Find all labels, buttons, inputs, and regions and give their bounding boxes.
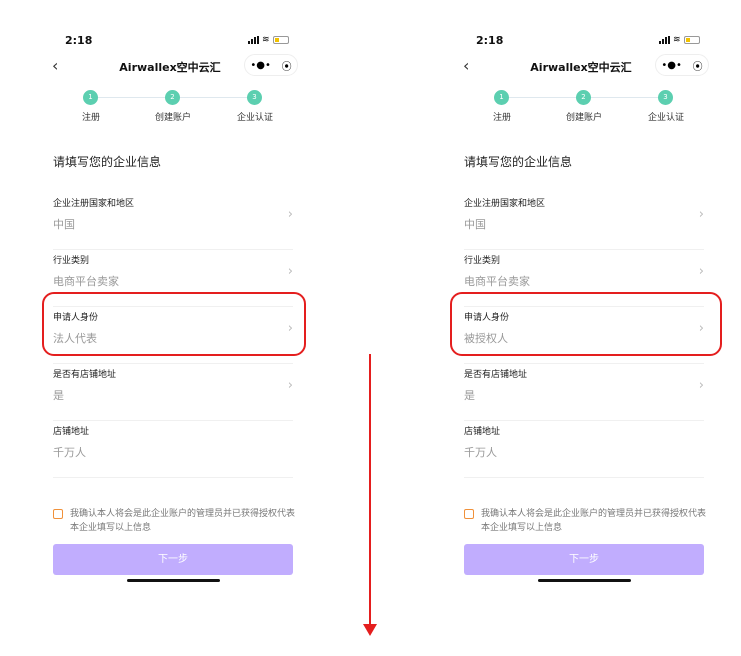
- highlight-box-right: [450, 292, 722, 356]
- agreement-text: 我确认本人将会是此企业账户的管理员并已获得授权代表本企业填写以上信息: [481, 509, 707, 533]
- step-1-circle: 1: [83, 90, 98, 105]
- close-target-icon[interactable]: ⦿: [281, 61, 292, 73]
- highlight-box-left: [42, 292, 306, 356]
- phone-screen-2: 2:18 ≋ ‹ Airwallex空中云汇 •●• ⦿ 1 注册 2 创建账户 3 企业认…: [451, 0, 711, 600]
- field-value: 电商平台卖家: [464, 275, 530, 288]
- field-label: 申请人身份: [53, 313, 99, 323]
- field-value: 中国: [464, 218, 486, 231]
- form-field-row[interactable]: 店铺地址千万人: [464, 421, 704, 478]
- step-3-label: 企业认证: [647, 113, 684, 123]
- step-2-circle: 2: [165, 90, 180, 105]
- form-field-row[interactable]: 行业类别电商平台卖家 ›: [464, 250, 704, 307]
- mini-program-capsule: •●• ⦿: [244, 54, 298, 76]
- form-field-row[interactable]: 企业注册国家和地区中国 ›: [53, 193, 293, 250]
- signal-icon: [659, 36, 670, 44]
- mini-program-capsule: •●• ⦿: [655, 54, 709, 76]
- signal-icon: [248, 36, 259, 44]
- form-field-row[interactable]: 是否有店铺地址是 ›: [464, 364, 704, 421]
- agreement-text: 我确认本人将会是此企业账户的管理员并已获得授权代表本企业填写以上信息: [70, 509, 296, 533]
- form-field-row[interactable]: 企业注册国家和地区中国 ›: [464, 193, 704, 250]
- step-3-label: 企业认证: [236, 113, 273, 123]
- next-step-button[interactable]: 下一步: [464, 544, 704, 575]
- field-value: 中国: [53, 218, 75, 231]
- step-2-label: 创建账户: [154, 113, 191, 123]
- field-label: 行业类别: [53, 256, 90, 266]
- field-label: 申请人身份: [464, 313, 510, 323]
- field-value: 千万人: [53, 446, 86, 459]
- chevron-right-icon: ›: [287, 207, 293, 222]
- battery-icon: [272, 36, 289, 44]
- step-1-label: 注册: [81, 113, 100, 123]
- field-value: 千万人: [464, 446, 497, 459]
- phone-screen-1: 2:18 ≋ ‹ Airwallex空中云汇 •●• ⦿ 1 注册 2 创建账户 3 企业认…: [40, 0, 300, 600]
- agreement-checkbox[interactable]: [53, 509, 63, 519]
- home-indicator: [127, 579, 220, 582]
- form-field-row[interactable]: 店铺地址千万人: [53, 421, 293, 478]
- field-value: 法人代表: [53, 332, 97, 345]
- section-heading: 请填写您的企业信息: [53, 155, 162, 169]
- field-label: 是否有店铺地址: [464, 370, 528, 380]
- step-3-circle: 3: [658, 90, 673, 105]
- step-3-circle: 3: [247, 90, 262, 105]
- status-time: 2:18: [65, 34, 93, 47]
- page-title: Airwallex空中云汇: [530, 61, 632, 74]
- chevron-right-icon: ›: [698, 207, 704, 222]
- close-target-icon[interactable]: ⦿: [692, 61, 703, 73]
- home-indicator: [538, 579, 631, 582]
- wifi-icon: ≋: [673, 35, 681, 45]
- back-icon[interactable]: ‹: [463, 56, 470, 75]
- form-field-row[interactable]: 申请人身份被授权人 ›: [464, 307, 704, 364]
- chevron-right-icon: ›: [287, 321, 293, 336]
- field-value: 是: [53, 389, 64, 402]
- step-1-circle: 1: [494, 90, 509, 105]
- step-2-label: 创建账户: [565, 113, 602, 123]
- field-label: 店铺地址: [53, 427, 90, 437]
- chevron-right-icon: ›: [287, 378, 293, 393]
- field-label: 店铺地址: [464, 427, 501, 437]
- agreement-checkbox[interactable]: [464, 509, 474, 519]
- chevron-right-icon: ›: [287, 264, 293, 279]
- down-arrow-annotation: [363, 354, 377, 636]
- field-label: 企业注册国家和地区: [53, 199, 135, 209]
- form-field-row[interactable]: 行业类别电商平台卖家 ›: [53, 250, 293, 307]
- next-step-button[interactable]: 下一步: [53, 544, 293, 575]
- chevron-right-icon: ›: [698, 321, 704, 336]
- status-icons: ≋: [248, 35, 289, 45]
- step-2-circle: 2: [576, 90, 591, 105]
- status-icons: ≋: [659, 35, 700, 45]
- battery-icon: [683, 36, 700, 44]
- field-label: 行业类别: [464, 256, 501, 266]
- wifi-icon: ≋: [262, 35, 270, 45]
- field-value: 电商平台卖家: [53, 275, 119, 288]
- section-heading: 请填写您的企业信息: [464, 155, 573, 169]
- more-icon[interactable]: •●•: [661, 59, 682, 71]
- more-icon[interactable]: •●•: [250, 59, 271, 71]
- field-label: 企业注册国家和地区: [464, 199, 546, 209]
- field-value: 是: [464, 389, 475, 402]
- field-label: 是否有店铺地址: [53, 370, 117, 380]
- page-title: Airwallex空中云汇: [119, 61, 221, 74]
- chevron-right-icon: ›: [698, 264, 704, 279]
- back-icon[interactable]: ‹: [52, 56, 59, 75]
- status-time: 2:18: [476, 34, 504, 47]
- step-1-label: 注册: [492, 113, 511, 123]
- field-value: 被授权人: [464, 332, 508, 345]
- form-field-row[interactable]: 是否有店铺地址是 ›: [53, 364, 293, 421]
- form-field-row[interactable]: 申请人身份法人代表 ›: [53, 307, 293, 364]
- chevron-right-icon: ›: [698, 378, 704, 393]
